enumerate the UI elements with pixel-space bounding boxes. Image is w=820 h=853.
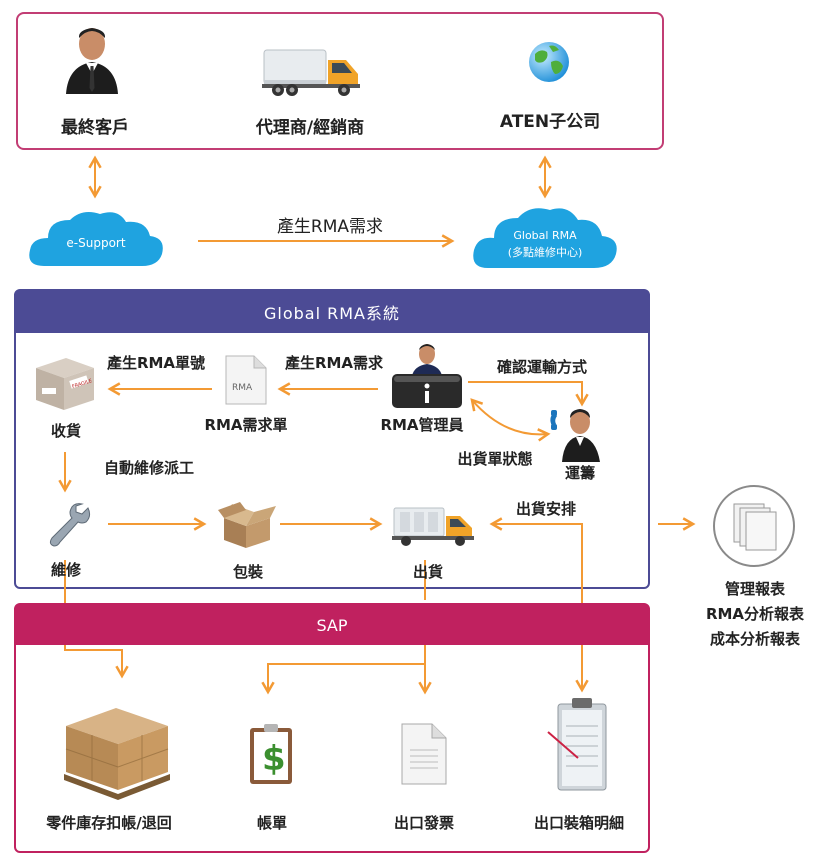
global-rma-system-title: Global RMA系統: [16, 291, 648, 333]
shipping-label: 出貨: [412, 563, 443, 581]
rma-manager-label: RMA管理員: [380, 416, 464, 434]
generate-rma-number-label: 產生RMA單號: [106, 354, 206, 372]
reports-label-2: RMA分析報表: [705, 605, 805, 623]
reports-documents-icon: [713, 485, 795, 567]
distributor-label: 代理商/經銷商: [255, 118, 365, 138]
rma-form-label: RMA需求單: [204, 416, 288, 434]
billing-clipboard-icon: $: [250, 724, 292, 784]
rma-form-icon-text: RMA: [232, 383, 253, 393]
end-customer-label: 最終客戶: [61, 118, 129, 138]
shipping-truck-icon: [392, 507, 474, 546]
esupport-cloud-icon: [29, 212, 163, 266]
parts-inventory-pallet-icon: [64, 708, 170, 800]
packing-list-clipboard-icon: [547, 698, 607, 791]
esupport-label: e-Support: [66, 236, 126, 250]
end-customer-icon: [66, 28, 118, 94]
top-stakeholders-box: [16, 12, 664, 150]
packing-box-icon: [218, 502, 276, 548]
auto-dispatch-label: 自動維修派工: [103, 459, 194, 477]
global-rma-label-1: Global RMA: [513, 229, 577, 242]
logistics-person-icon: [550, 409, 600, 462]
invoice-label: 出口發票: [393, 814, 454, 832]
packing-label: 包裝: [232, 563, 263, 581]
packing-list-label: 出口裝箱明細: [533, 814, 624, 832]
svg-text:$: $: [262, 739, 286, 779]
billing-label: 帳單: [256, 814, 287, 832]
repair-wrench-icon: [49, 503, 91, 547]
shipping-arrangement-label: 出貨安排: [515, 500, 576, 518]
receiving-box-icon: FRAGILE: [36, 358, 94, 410]
repair-label: 維修: [50, 561, 81, 579]
confirm-shipping-label: 確認運輸方式: [496, 358, 587, 376]
sap-title: SAP: [16, 605, 648, 645]
global-rma-label-2: (多點維修中心): [507, 246, 583, 259]
subsidiary-globe-icon: [529, 42, 569, 82]
logistics-label: 運籌: [564, 464, 595, 482]
reports-label-3: 成本分析報表: [709, 630, 800, 648]
global-rma-system-box: Global RMA系統: [14, 289, 650, 589]
invoice-document-icon: [401, 723, 447, 785]
rma-form-document-icon: RMA: [225, 355, 267, 405]
rma-manager-icon: [392, 344, 462, 408]
subsidiary-label: ATEN子公司: [499, 112, 601, 132]
reports-label-1: 管理報表: [724, 580, 785, 598]
parts-inventory-label: 零件庫存扣帳/退回: [46, 814, 172, 832]
distributor-truck-icon: [262, 49, 360, 96]
generate-rma-request-top: 產生RMA需求: [276, 217, 384, 237]
global-rma-cloud-icon: [473, 208, 617, 268]
shipping-status-label: 出貨單狀態: [457, 450, 533, 468]
receiving-label: 收貨: [50, 422, 81, 440]
generate-rma-request-label: 產生RMA需求: [284, 354, 384, 372]
